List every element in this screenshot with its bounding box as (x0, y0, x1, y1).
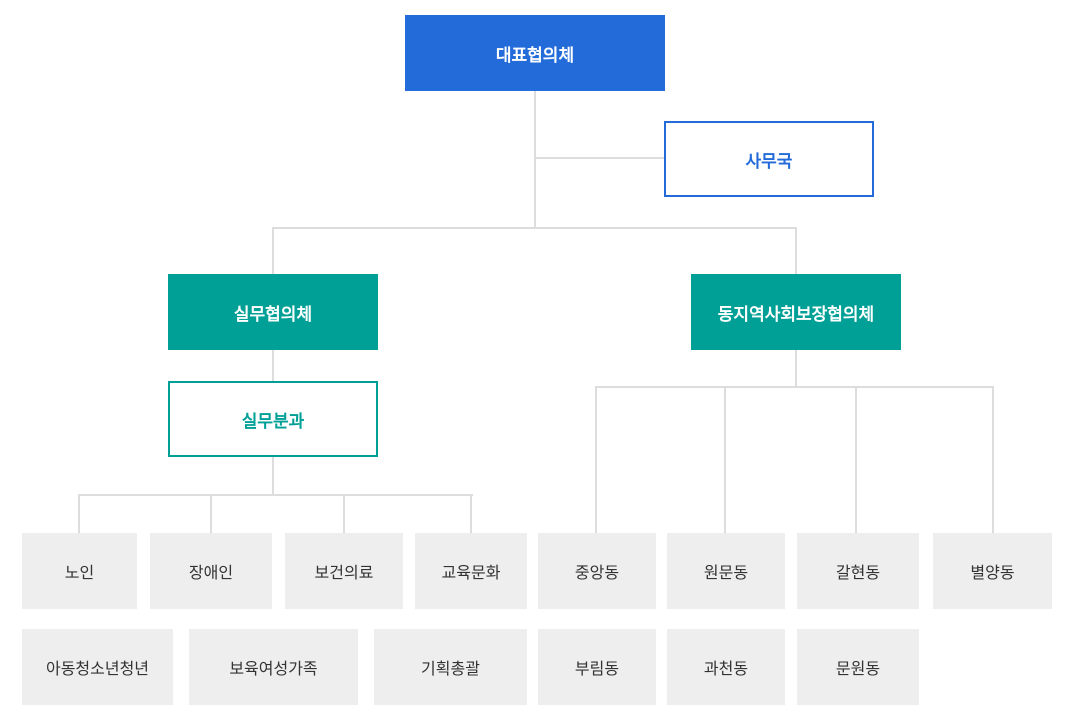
connector-division-1 (78, 494, 80, 533)
node-representative-council: 대표협의체 (405, 15, 665, 91)
connector-top-vertical (534, 90, 536, 229)
dong-item: 원문동 (667, 533, 785, 609)
division-item: 기획총괄 (374, 629, 527, 705)
connector-division-3 (343, 494, 345, 533)
division-item: 노인 (22, 533, 137, 609)
connector-divisions-horizontal (78, 494, 473, 496)
node-label: 사무국 (745, 151, 793, 172)
division-item: 보건의료 (285, 533, 403, 609)
division-item: 교육문화 (415, 533, 527, 609)
dong-item: 별양동 (933, 533, 1052, 609)
division-item: 장애인 (150, 533, 272, 609)
connector-working-to-sub (272, 349, 274, 382)
node-working-subcommittee: 실무분과 (168, 381, 378, 457)
connector-dong-1 (595, 386, 597, 533)
node-label: 장애인 (188, 563, 234, 582)
node-label: 부림동 (574, 659, 620, 678)
connector-branch-horizontal (272, 227, 797, 229)
node-label: 실무협의체 (233, 304, 313, 325)
connector-dong-down (795, 349, 797, 387)
node-label: 노인 (64, 563, 95, 582)
node-label: 교육문화 (441, 563, 501, 582)
connector-division-2 (210, 494, 212, 533)
dong-item: 과천동 (667, 629, 785, 705)
node-label: 별양동 (970, 563, 1015, 582)
node-label: 대표협의체 (495, 45, 575, 66)
dong-item: 부림동 (538, 629, 656, 705)
node-label: 원문동 (703, 563, 749, 582)
node-label: 보육여성가족 (229, 659, 318, 678)
connector-dong-4 (992, 386, 994, 533)
node-working-council: 실무협의체 (168, 274, 378, 350)
dong-item: 중앙동 (538, 533, 656, 609)
node-label: 동지역사회보장협의체 (717, 304, 875, 325)
dong-item: 갈현동 (797, 533, 919, 609)
connector-sub-down (272, 456, 274, 495)
connector-division-4 (470, 494, 472, 533)
node-secretariat: 사무국 (664, 121, 874, 197)
connector-right-drop (795, 227, 797, 275)
node-label: 과천동 (703, 659, 749, 678)
node-label: 보건의료 (314, 563, 374, 582)
node-label: 갈현동 (835, 563, 881, 582)
division-item: 보육여성가족 (189, 629, 358, 705)
connector-dongs-horizontal (595, 386, 994, 388)
node-label: 기획총괄 (421, 659, 480, 678)
connector-dong-3 (855, 386, 857, 533)
connector-dong-2 (724, 386, 726, 533)
node-label: 중앙동 (574, 563, 620, 582)
node-label: 아동청소년청년 (45, 659, 150, 678)
dong-item: 문원동 (797, 629, 919, 705)
node-label: 문원동 (835, 659, 881, 678)
connector-left-drop (272, 227, 274, 275)
node-dong-council: 동지역사회보장협의체 (691, 274, 901, 350)
node-label: 실무분과 (241, 411, 305, 432)
division-item: 아동청소년청년 (22, 629, 173, 705)
connector-secretariat (534, 157, 665, 159)
